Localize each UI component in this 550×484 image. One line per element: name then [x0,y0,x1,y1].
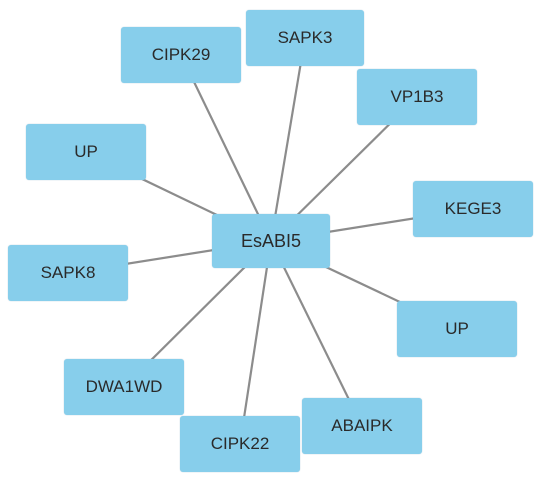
node-cipk29: CIPK29 [121,27,241,83]
edge-hub-abaipk [270,240,363,427]
node-up-left: UP [26,124,146,180]
node-cipk22: CIPK22 [180,416,300,472]
node-dwa1wd: DWA1WD [64,359,184,415]
node-abaipk: ABAIPK [302,398,422,454]
node-esabi5: EsABI5 [212,214,330,268]
node-up-right: UP [397,301,517,357]
node-sapk8: SAPK8 [8,245,128,301]
edge-hub-sapk3 [269,37,307,242]
edge-hub-cipk22 [238,240,273,445]
edge-hub-cipk29 [180,54,272,242]
node-vp1b3: VP1B3 [357,69,477,125]
node-sapk3: SAPK3 [246,10,364,66]
node-kege3: KEGE3 [413,181,533,237]
